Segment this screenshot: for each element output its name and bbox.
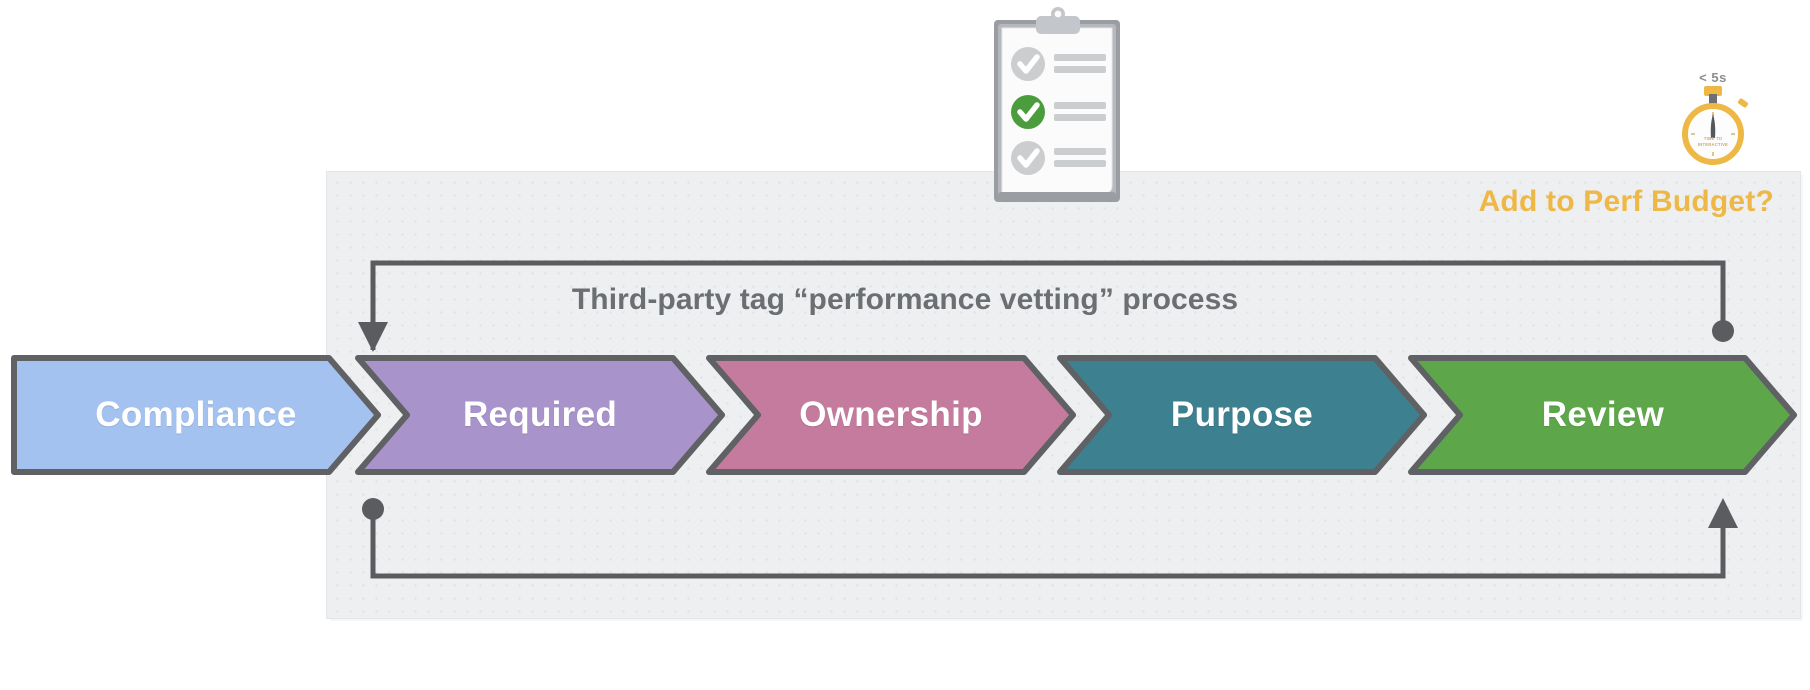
stopwatch-caption: < 5s (1699, 70, 1727, 85)
clipboard-checklist-icon (988, 6, 1128, 216)
process-stage-ownership[interactable]: Ownership (706, 355, 1076, 475)
stopwatch-metric-line-1: TIME TO (1704, 136, 1723, 141)
process-stage-required[interactable]: Required (355, 355, 725, 475)
stopwatch-metric-line-2: INTERACTIVE (1698, 142, 1728, 147)
perf-budget-label: Add to Perf Budget? (1478, 185, 1774, 218)
stopwatch-icon: < 5s TIME TO INTERACTIVE (1660, 62, 1766, 170)
process-stage-compliance[interactable]: Compliance (11, 355, 381, 475)
process-stage-purpose[interactable]: Purpose (1057, 355, 1427, 475)
process-title: Third-party tag “performance vetting” pr… (571, 283, 1239, 316)
process-stage-review[interactable]: Review (1408, 355, 1798, 475)
process-chevron-row: Compliance Required Ownership Purpose (0, 355, 1810, 475)
